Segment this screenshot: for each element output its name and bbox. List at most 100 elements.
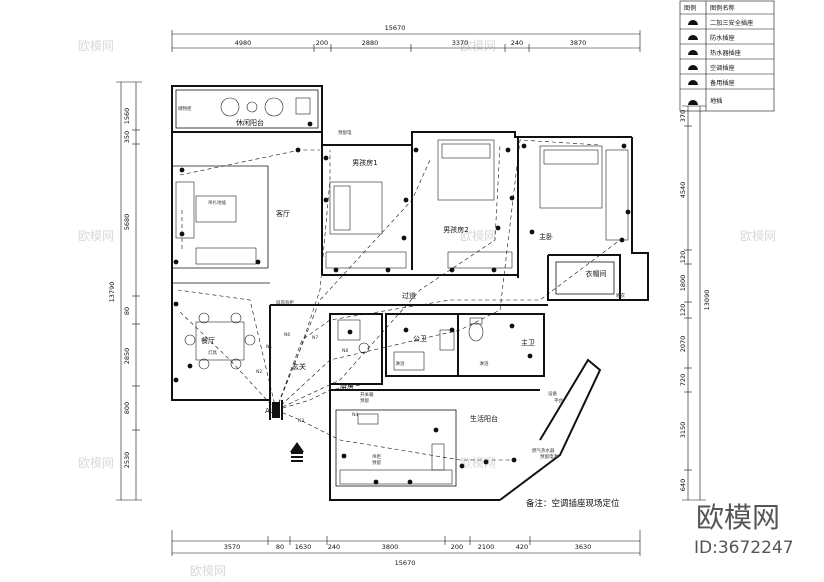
- legend-socket-icons: [688, 20, 698, 105]
- legend-item: 二加三安全插座: [710, 19, 753, 27]
- walls: [171, 85, 649, 501]
- dim-right: 370: [679, 110, 687, 122]
- room-label-kitchen: 厨房: [340, 382, 354, 391]
- watermark-text: 欧模网: [78, 39, 114, 53]
- circuit-label: N4: [352, 412, 358, 418]
- annotation: 吊扎地插: [208, 199, 226, 206]
- furniture: [175, 97, 629, 485]
- room-label-closet: 衣帽间: [586, 269, 607, 278]
- room-label-master-bath: 主卫: [521, 338, 535, 347]
- dim-right: 720: [679, 374, 687, 386]
- dim-bottom: 240: [328, 543, 340, 551]
- watermark-text: 欧模网: [190, 564, 226, 578]
- left-dimension-lines: [116, 81, 142, 501]
- wiring-runs: [177, 139, 621, 461]
- brand-id-text: ID:3672247: [694, 538, 794, 558]
- annotation: 开关箱: [360, 391, 374, 398]
- annotation: 预留: [360, 397, 369, 404]
- distribution-box: [272, 402, 280, 418]
- watermark-text: 欧模网: [78, 456, 114, 470]
- annotation: 屏风背柜: [276, 299, 294, 306]
- room-labels: 休闲阳台 客厅 男孩房1 男孩房2 主卧 衣帽间 过道 餐厅 玄关 公卫 主卫 …: [201, 118, 607, 423]
- circuit-label: N6: [284, 332, 290, 338]
- dim-top-total: 15670: [385, 24, 406, 32]
- water-heater-socket-icon: [688, 50, 698, 55]
- room-label-balcony: 休闲阳台: [236, 118, 264, 127]
- spare-socket-icon: [688, 80, 698, 85]
- socket-symbols: [173, 121, 631, 485]
- dim-right-total: 13090: [703, 290, 711, 311]
- dim-right: 640: [679, 479, 687, 491]
- dim-bottom: 3630: [575, 543, 592, 551]
- dim-right: 1800: [679, 275, 687, 292]
- room-label-utility-balcony: 生活阳台: [470, 414, 498, 423]
- dim-bottom: 3800: [382, 543, 399, 551]
- bottom-dimension-labels: 3570 80 1630 240 3800 200 2100 420 3630 …: [224, 543, 592, 567]
- watermark-text: 欧模网: [460, 456, 496, 470]
- annotation: 储物柜: [178, 105, 192, 112]
- dim-top: 2880: [362, 39, 379, 47]
- legend-item: 热水器插座: [710, 49, 741, 57]
- room-label-master: 主卧: [539, 232, 553, 241]
- dim-bottom: 1630: [295, 543, 312, 551]
- annotations: 预留电 吊扎地插 屏风背柜 开关箱 预留 吊柜 预留 燃气热水器 预留电源 灯具…: [178, 105, 625, 466]
- dim-top: 3870: [570, 39, 587, 47]
- dim-right: 2070: [679, 336, 687, 353]
- annotation: 预留电: [338, 129, 352, 136]
- top-dimension-lines: [171, 30, 641, 52]
- room-label-dining: 餐厅: [201, 336, 215, 345]
- inner-walls: [172, 89, 615, 487]
- north-arrow-icon: [290, 442, 304, 462]
- annotation: 灯具: [208, 349, 217, 356]
- annotation: 预留: [372, 459, 381, 466]
- dim-left: 80: [123, 307, 131, 315]
- distribution-box-label: AL: [265, 407, 274, 415]
- dim-right: 120: [679, 304, 687, 316]
- dim-bottom-total: 15670: [395, 559, 416, 567]
- circuit-label: N2: [256, 369, 262, 375]
- brand-mark: 欧模网 ID:3672247: [694, 501, 794, 558]
- dim-left: 1560: [123, 108, 131, 125]
- dim-bottom: 2100: [478, 543, 495, 551]
- legend-header-name: 图例名称: [710, 4, 735, 12]
- room-label-shower: 淋浴: [396, 360, 405, 367]
- legend-item: 地插: [710, 97, 722, 105]
- annotation: 晒衣: [616, 292, 625, 299]
- bottom-dimension-lines: [171, 530, 641, 556]
- room-label-entry: 玄关: [292, 362, 306, 371]
- floor-socket-icon: [688, 100, 698, 105]
- dim-top: 200: [316, 39, 328, 47]
- legend-table: [679, 0, 775, 112]
- watermark-text: 欧模网: [460, 229, 496, 243]
- room-label-shower: 淋浴: [480, 360, 489, 367]
- right-dimension-labels: 370 4540 120 1800 120 2070 720 3150 640 …: [679, 110, 711, 491]
- room-label-boy2: 男孩房2: [443, 225, 468, 234]
- annotation: 预留电源: [540, 453, 558, 460]
- dim-top: 240: [511, 39, 523, 47]
- dim-bottom: 200: [451, 543, 463, 551]
- room-label-platform-2: 平台: [554, 397, 563, 404]
- legend-item: 防水插座: [710, 34, 735, 42]
- annotation: 吊柜: [372, 453, 381, 460]
- dim-left-total: 13790: [108, 282, 116, 303]
- watermark-text: 欧模网: [740, 229, 776, 243]
- circuit-label: N1: [266, 344, 272, 350]
- room-label-platform: 设备: [548, 390, 557, 397]
- circuit-label: N7: [312, 335, 318, 341]
- dim-right: 3150: [679, 422, 687, 439]
- legend-text: 图例 图例名称 二加三安全插座 防水插座 热水器插座 空调插座 备用插座 地插: [684, 4, 753, 105]
- dim-right: 4540: [679, 182, 687, 199]
- background-watermark: 欧模网 欧模网 欧模网 欧模网 欧模网 欧模网 欧模网 欧模网: [78, 39, 776, 578]
- dim-left: 800: [123, 402, 131, 414]
- dim-right: 120: [679, 251, 687, 263]
- left-dimension-labels: 1560 350 5680 80 2850 800 2530 13790: [108, 108, 131, 469]
- circuit-label: N8: [342, 348, 348, 354]
- waterproof-socket-icon: [688, 35, 698, 40]
- top-dimension-labels: 15670 4980 200 2880 3370 240 3870: [235, 24, 587, 47]
- watermark-text: 欧模网: [78, 229, 114, 243]
- dim-left: 2530: [123, 452, 131, 469]
- room-label-corridor: 过道: [402, 291, 416, 300]
- dim-left: 350: [123, 131, 131, 143]
